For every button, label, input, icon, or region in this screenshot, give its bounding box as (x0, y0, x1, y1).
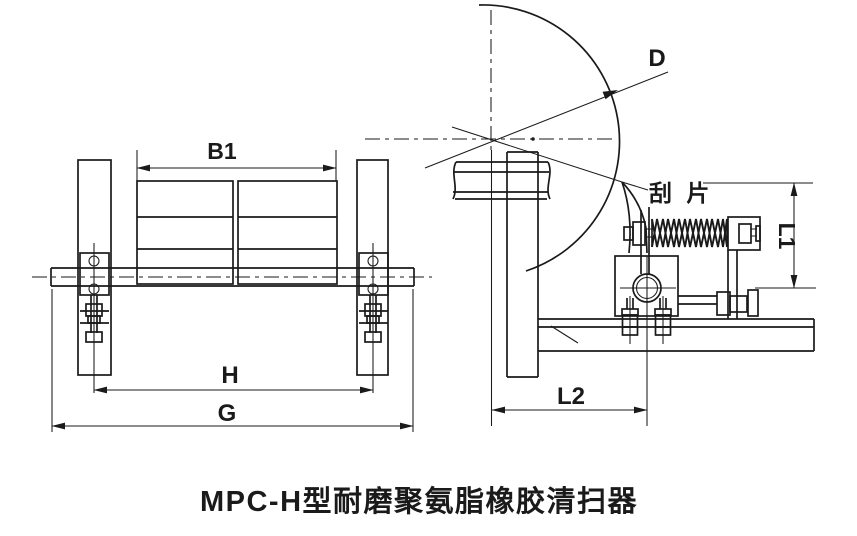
weld-mark (550, 325, 579, 344)
centerline-dot (531, 137, 535, 141)
dim-label-d: D (648, 45, 665, 72)
front-view: B1 H G (32, 138, 432, 432)
dim-h: H (93, 362, 374, 394)
scraper-contact-line (451, 126, 623, 183)
dim-label-l2: L2 (557, 383, 585, 410)
bolt-rod (678, 295, 717, 305)
spring-bolt-head (623, 226, 634, 241)
bolt-stem (659, 298, 667, 309)
blade-front-edge (621, 181, 631, 254)
anchor-bolt-right (654, 296, 672, 344)
base-beam (538, 318, 815, 352)
spring-coil-back (651, 218, 728, 248)
bracket-plate (727, 250, 738, 319)
arm-link (640, 207, 650, 274)
spring-bracket (727, 216, 761, 319)
anchor-bolt-left (621, 296, 639, 344)
scraper-blade-label: 刮 片 (649, 180, 713, 206)
bolt-locknut (729, 295, 748, 313)
spring-bolt-nut (632, 221, 646, 246)
blade-back-edge (621, 181, 648, 254)
dim-b1: B1 (136, 138, 337, 181)
pulley-circle (478, 4, 621, 272)
mounting-tube (50, 267, 415, 287)
drawing-title: MPC-H型耐磨聚氨脂橡胶清扫器 (200, 484, 638, 518)
diameter-arrowhead (602, 90, 618, 100)
dim-l2: L2 (491, 383, 648, 414)
diameter-leader-line (424, 71, 669, 169)
dim-label-l1: L1 (774, 223, 800, 250)
dim-l1: L1 (703, 182, 816, 289)
bracket-nut (738, 223, 752, 244)
dim-g: G (51, 289, 414, 432)
adjusting-bolt (678, 289, 759, 317)
clamp-right (358, 243, 389, 393)
support-post (506, 151, 539, 378)
clamp-left (79, 243, 110, 393)
belt-plies (453, 161, 549, 200)
bolt-stem (90, 295, 98, 333)
pivot-block (614, 255, 679, 426)
beam-outline (538, 318, 815, 352)
bolt-stem (369, 295, 377, 333)
dim-label-g: G (218, 400, 237, 427)
bracket-rod-cap (755, 225, 761, 242)
extension-lines (51, 289, 414, 432)
dim-label-b1: B1 (207, 138, 237, 164)
blade-half-left (136, 180, 234, 285)
scraper-blade-block (136, 180, 338, 285)
scraper-arm (621, 181, 650, 274)
spring-end-caps (651, 219, 728, 247)
scraper-leader (621, 181, 649, 191)
belt-section (452, 161, 551, 200)
dim-d: D (424, 45, 669, 169)
side-view: D 刮 片 (365, 4, 816, 426)
tension-spring (623, 218, 728, 248)
blade-half-right (237, 180, 338, 285)
bolt-knob (747, 289, 759, 317)
bolt-stem (626, 298, 634, 309)
spring-coil (651, 218, 728, 248)
belt-break-right (547, 161, 551, 200)
belt-break-left (452, 161, 457, 200)
blade-seams (137, 216, 337, 250)
dim-label-h: H (221, 362, 238, 389)
